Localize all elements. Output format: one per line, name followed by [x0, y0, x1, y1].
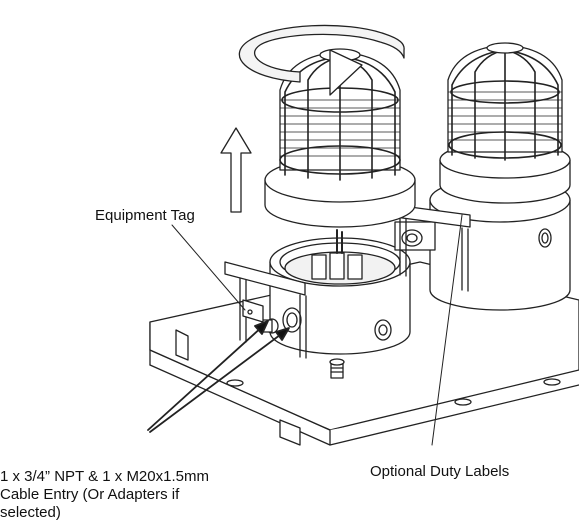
tag-bracket: [225, 262, 306, 358]
junction-box: [270, 230, 410, 354]
cable-entry-line-1: 1 x 3/4” NPT & 1 x M20x1.5mm: [0, 468, 209, 485]
duty-labels-label: Optional Duty Labels: [370, 463, 510, 480]
lift-arrow-icon: [221, 128, 251, 212]
equipment-tag-label: Equipment Tag: [95, 207, 195, 224]
tag-leader: [172, 225, 245, 310]
cable-entry-arrows: [148, 321, 289, 432]
plate-gland: [330, 359, 344, 378]
duty-leader: [432, 215, 462, 445]
cable-entry-label: 1 x 3/4” NPT & 1 x M20x1.5mm Cable Entry…: [0, 468, 209, 522]
cable-entry-line-3: selected): [0, 504, 61, 521]
rotate-arrow-icon: [239, 25, 404, 95]
right-beacon: [440, 43, 570, 203]
leader-lines: [172, 215, 462, 445]
cable-entry-line-2: Cable Entry (Or Adapters if: [0, 486, 180, 503]
